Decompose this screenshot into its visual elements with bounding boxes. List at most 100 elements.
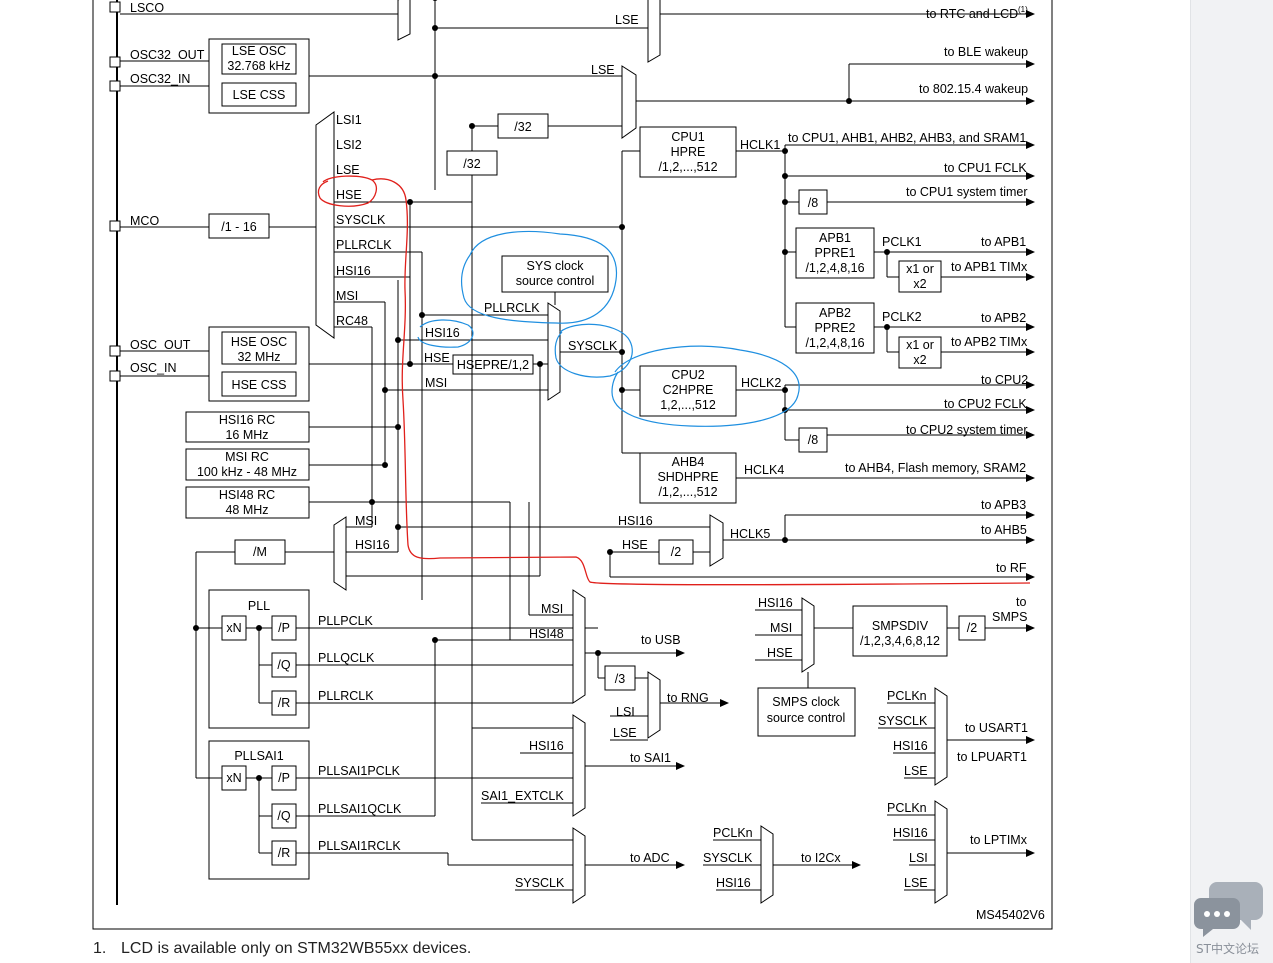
svg-text:to AHB5: to AHB5: [981, 523, 1027, 537]
svg-text:to CPU1 system timer: to CPU1 system timer: [906, 185, 1028, 199]
footnote: 1. LCD is available only on STM32WB55xx d…: [93, 940, 471, 958]
svg-text:MSI RC: MSI RC: [225, 450, 269, 464]
svg-text:PLL: PLL: [248, 599, 270, 613]
rtc-mux-left: [397, 0, 411, 41]
svg-text:HSI16: HSI16: [893, 739, 928, 753]
svg-text:/2: /2: [671, 545, 681, 559]
svg-text:to BLE wakeup: to BLE wakeup: [944, 45, 1028, 59]
svg-text:/3: /3: [615, 672, 625, 686]
svg-text:/Q: /Q: [277, 658, 290, 672]
svg-text:PLLQCLK: PLLQCLK: [318, 651, 375, 665]
svg-text:to APB2: to APB2: [981, 311, 1026, 325]
hse-div2: [658, 539, 694, 565]
svg-text:HSE: HSE: [767, 646, 793, 660]
pll-block: PLL xN /P /Q /R: [196, 589, 310, 729]
svg-text:to CPU1 FCLK: to CPU1 FCLK: [944, 161, 1027, 175]
svg-text:SYS clock: SYS clock: [527, 259, 585, 273]
svg-text:HSI16 RC: HSI16 RC: [219, 413, 275, 427]
svg-text:48 MHz: 48 MHz: [225, 503, 268, 517]
svg-text:100 kHz - 48 MHz: 100 kHz - 48 MHz: [197, 465, 297, 479]
svg-text:HSI16: HSI16: [893, 826, 928, 840]
svg-text:x1 or: x1 or: [906, 262, 934, 276]
svg-text:LSI: LSI: [616, 705, 635, 719]
svg-text:APB1: APB1: [819, 231, 851, 245]
svg-text:/R: /R: [278, 846, 291, 860]
svg-text:PLLRCLK: PLLRCLK: [318, 689, 374, 703]
svg-text:OSC_IN: OSC_IN: [130, 361, 177, 375]
cpu1-hpre-block: CPU1 HPRE /1,2,...,512: [639, 126, 737, 178]
apb2-timer-multiplier: [898, 336, 942, 369]
cpu1-div8: [798, 189, 828, 215]
svg-text:LSE: LSE: [613, 726, 637, 740]
svg-text:HCLK4: HCLK4: [744, 463, 784, 477]
pll-input-mux: [333, 516, 347, 591]
mco-mux: [315, 111, 335, 339]
svg-text:PLLSAI1RCLK: PLLSAI1RCLK: [318, 839, 401, 853]
sai1-mux: [572, 714, 586, 817]
svg-text:HSI16: HSI16: [529, 739, 564, 753]
svg-text:/1,2,4,8,16: /1,2,4,8,16: [805, 261, 864, 275]
footnote-number: 1.: [93, 940, 107, 957]
svg-text:CPU1: CPU1: [671, 130, 704, 144]
right-side-panel: [1190, 0, 1273, 963]
pin-mco: MCO: [109, 214, 209, 232]
svg-text:SMPSDIV: SMPSDIV: [872, 619, 929, 633]
svg-text:PPRE2: PPRE2: [815, 321, 856, 335]
svg-text:32 MHz: 32 MHz: [237, 350, 280, 364]
svg-text:/32: /32: [463, 157, 480, 171]
svg-text:HCLK1: HCLK1: [740, 138, 780, 152]
pin-osc32-in: OSC32_IN: [109, 72, 222, 92]
ahb4-shdhpre-block: AHB4 SHDHPRE /1,2,...,512: [639, 452, 737, 504]
svg-text:LSE: LSE: [336, 163, 360, 177]
svg-text:/Q: /Q: [277, 809, 290, 823]
sysclk-mux: [547, 302, 561, 401]
svg-text:to CPU1, AHB1, AHB2, AHB3, and: to CPU1, AHB1, AHB2, AHB3, and SRAM1: [788, 131, 1026, 145]
pllsai1-block: PLLSAI1 xN /P /Q /R: [196, 740, 310, 880]
svg-text:to RTC and LCD: to RTC and LCD: [926, 7, 1018, 21]
svg-text:to LPUART1: to LPUART1: [957, 750, 1027, 764]
svg-text:to APB1: to APB1: [981, 235, 1026, 249]
svg-text:SYSCLK: SYSCLK: [568, 339, 618, 353]
svg-text:HSE: HSE: [622, 538, 648, 552]
chat-widget-label[interactable]: ST中文论坛: [1196, 942, 1259, 956]
svg-text:source control: source control: [516, 274, 595, 288]
svg-text:PCLKn: PCLKn: [887, 689, 927, 703]
svg-text:SMPS: SMPS: [992, 610, 1027, 624]
red-hand-annotation: [317, 175, 1031, 586]
svg-text:SYSCLK: SYSCLK: [878, 714, 928, 728]
svg-text:HPRE: HPRE: [671, 145, 706, 159]
svg-text:/R: /R: [278, 696, 291, 710]
pin-lsco: LSCO: [109, 1, 398, 15]
svg-text:PCLKn: PCLKn: [713, 826, 753, 840]
svg-text:/1,2,...,512: /1,2,...,512: [658, 485, 717, 499]
svg-text:to CPU2 FCLK: to CPU2 FCLK: [944, 397, 1027, 411]
chat-bubbles-icon[interactable]: [1193, 878, 1265, 958]
adc-mux: [572, 827, 586, 904]
svg-text:PLLRCLK: PLLRCLK: [336, 238, 392, 252]
svg-text:HSE: HSE: [424, 351, 450, 365]
svg-text:to ADC: to ADC: [630, 851, 670, 865]
svg-text:HSI48 RC: HSI48 RC: [219, 488, 275, 502]
svg-text:source control: source control: [767, 711, 846, 725]
svg-text:xN: xN: [226, 771, 241, 785]
svg-text:LSE: LSE: [904, 876, 928, 890]
svg-text:PLLSAI1PCLK: PLLSAI1PCLK: [318, 764, 401, 778]
svg-text:SHDHPRE: SHDHPRE: [657, 470, 718, 484]
svg-text:to USB: to USB: [641, 633, 681, 647]
cpu2-c2hpre-block: CPU2 C2HPRE 1,2,...,512: [639, 365, 737, 417]
svg-text:HCLK2: HCLK2: [741, 376, 781, 390]
usart-mux: [934, 687, 948, 786]
svg-text:MCO: MCO: [130, 214, 159, 228]
svg-text:MSI: MSI: [336, 289, 358, 303]
svg-text:/32: /32: [514, 120, 531, 134]
svg-text:SYSCLK: SYSCLK: [336, 213, 386, 227]
svg-text:to CPU2: to CPU2: [981, 373, 1028, 387]
smps-divider-block: SMPSDIV /1,2,3,4,6,8,12: [852, 605, 948, 657]
svg-text:to AHB4, Flash memory, SRAM2: to AHB4, Flash memory, SRAM2: [845, 461, 1026, 475]
svg-text:to RF: to RF: [996, 561, 1027, 575]
div32-upper: [497, 113, 549, 139]
rng-mux: [647, 671, 661, 739]
footnote-text: LCD is available only on STM32WB55xx dev…: [121, 940, 472, 957]
svg-text:to I2Cx: to I2Cx: [801, 851, 841, 865]
